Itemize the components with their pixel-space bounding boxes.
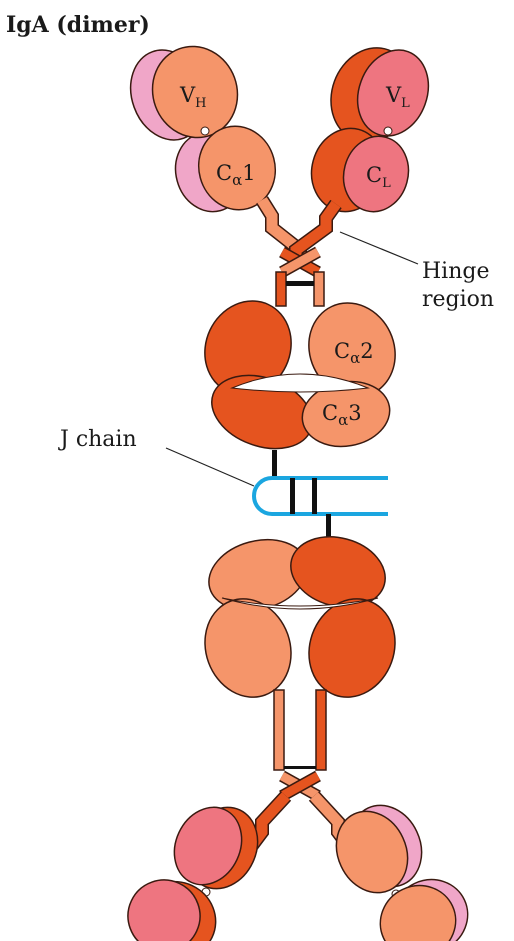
j-chain-bond-top bbox=[272, 450, 277, 478]
bottom-left-arm bbox=[116, 796, 286, 941]
label-hinge-line1: Hinge bbox=[422, 259, 490, 284]
j-chain-loop bbox=[254, 478, 388, 514]
label-jchain: J chain bbox=[58, 427, 137, 452]
j-chain bbox=[254, 450, 388, 546]
diagram-title: IgA (dimer) bbox=[6, 12, 150, 38]
bottom-fc-region bbox=[191, 527, 408, 710]
bottom-monomer bbox=[116, 527, 479, 941]
j-chain-bond-1 bbox=[290, 478, 295, 514]
top-hinge-disulfide-bond bbox=[286, 281, 314, 286]
top-fc-region bbox=[190, 287, 411, 462]
label-hinge-line2: region bbox=[422, 287, 494, 312]
bottom-hinge bbox=[274, 690, 326, 796]
hinge-leader-line bbox=[340, 232, 418, 264]
jchain-leader-line bbox=[166, 448, 254, 486]
top-hinge bbox=[276, 252, 324, 306]
j-chain-bond-2 bbox=[312, 478, 317, 514]
bottom-hinge-disulfide-bond bbox=[284, 766, 316, 769]
top-left-heavy-chain bbox=[140, 34, 300, 262]
bottom-right-arm bbox=[314, 794, 480, 941]
